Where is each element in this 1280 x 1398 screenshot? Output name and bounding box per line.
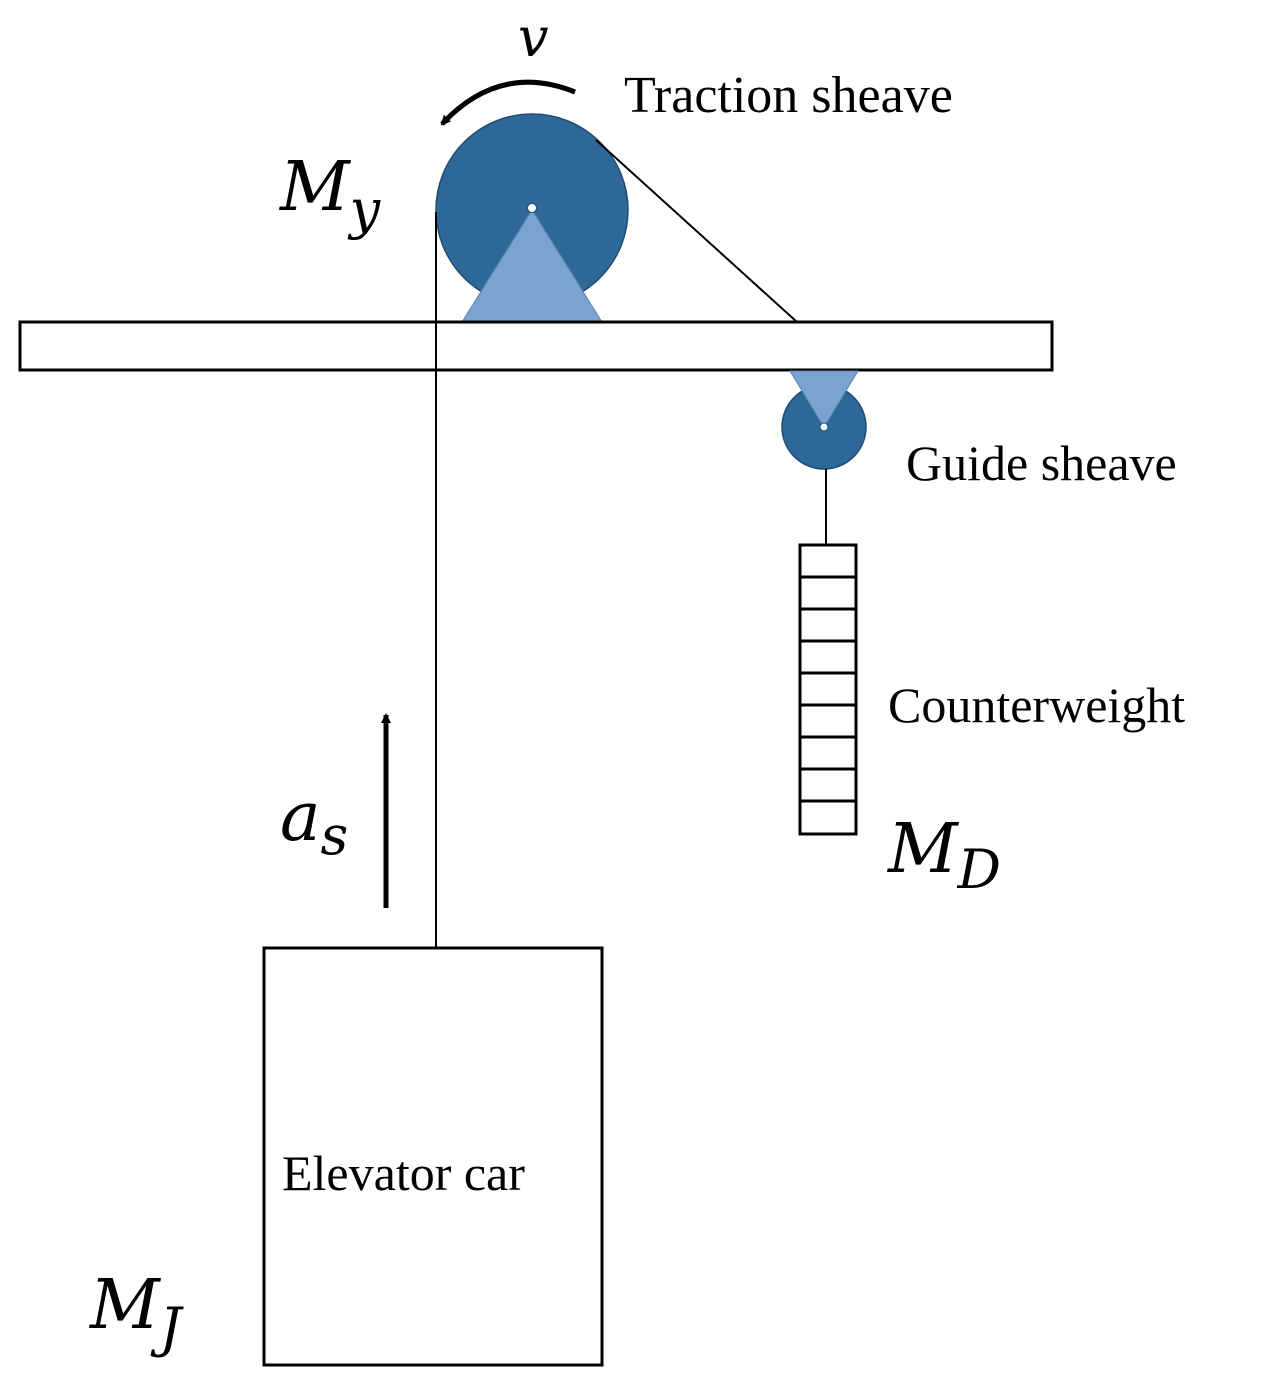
traction-mass-label: My: [278, 148, 382, 241]
guide-sheave-axle: [819, 422, 829, 432]
traction-sheave-label: Traction sheave: [624, 67, 953, 124]
guide-sheave-label: Guide sheave: [906, 435, 1177, 491]
rotation-arrow: [440, 79, 576, 126]
traction-sheave: [435, 113, 629, 323]
traction-mass-base: M: [278, 148, 352, 227]
counterweight-mass-base: M: [886, 810, 960, 889]
elevator-car-box: [262, 946, 604, 1367]
guide-sheave-support: [789, 370, 859, 428]
counterweight-mass-sub: D: [957, 838, 1001, 901]
counterweight-label: Counterweight: [888, 677, 1185, 733]
elevator-car-label: Elevator car: [282, 1145, 525, 1201]
acceleration-label: as: [280, 778, 348, 867]
counterweight: [798, 543, 858, 836]
machine-beam: [18, 320, 1054, 372]
guide-sheave: [781, 370, 867, 470]
car-mass-label: MJ: [88, 1266, 185, 1359]
counterweight-body: [798, 543, 858, 836]
acceleration-base: a: [280, 778, 321, 857]
traction-mass-sub: y: [348, 178, 382, 241]
car-mass-base: M: [88, 1266, 162, 1345]
velocity-label: v: [518, 6, 549, 69]
traction-sheave-axle: [527, 203, 537, 213]
acceleration-sub: s: [321, 804, 349, 867]
counterweight-mass-label: MD: [886, 810, 1001, 901]
traction-to-guide-rope: [595, 139, 798, 323]
